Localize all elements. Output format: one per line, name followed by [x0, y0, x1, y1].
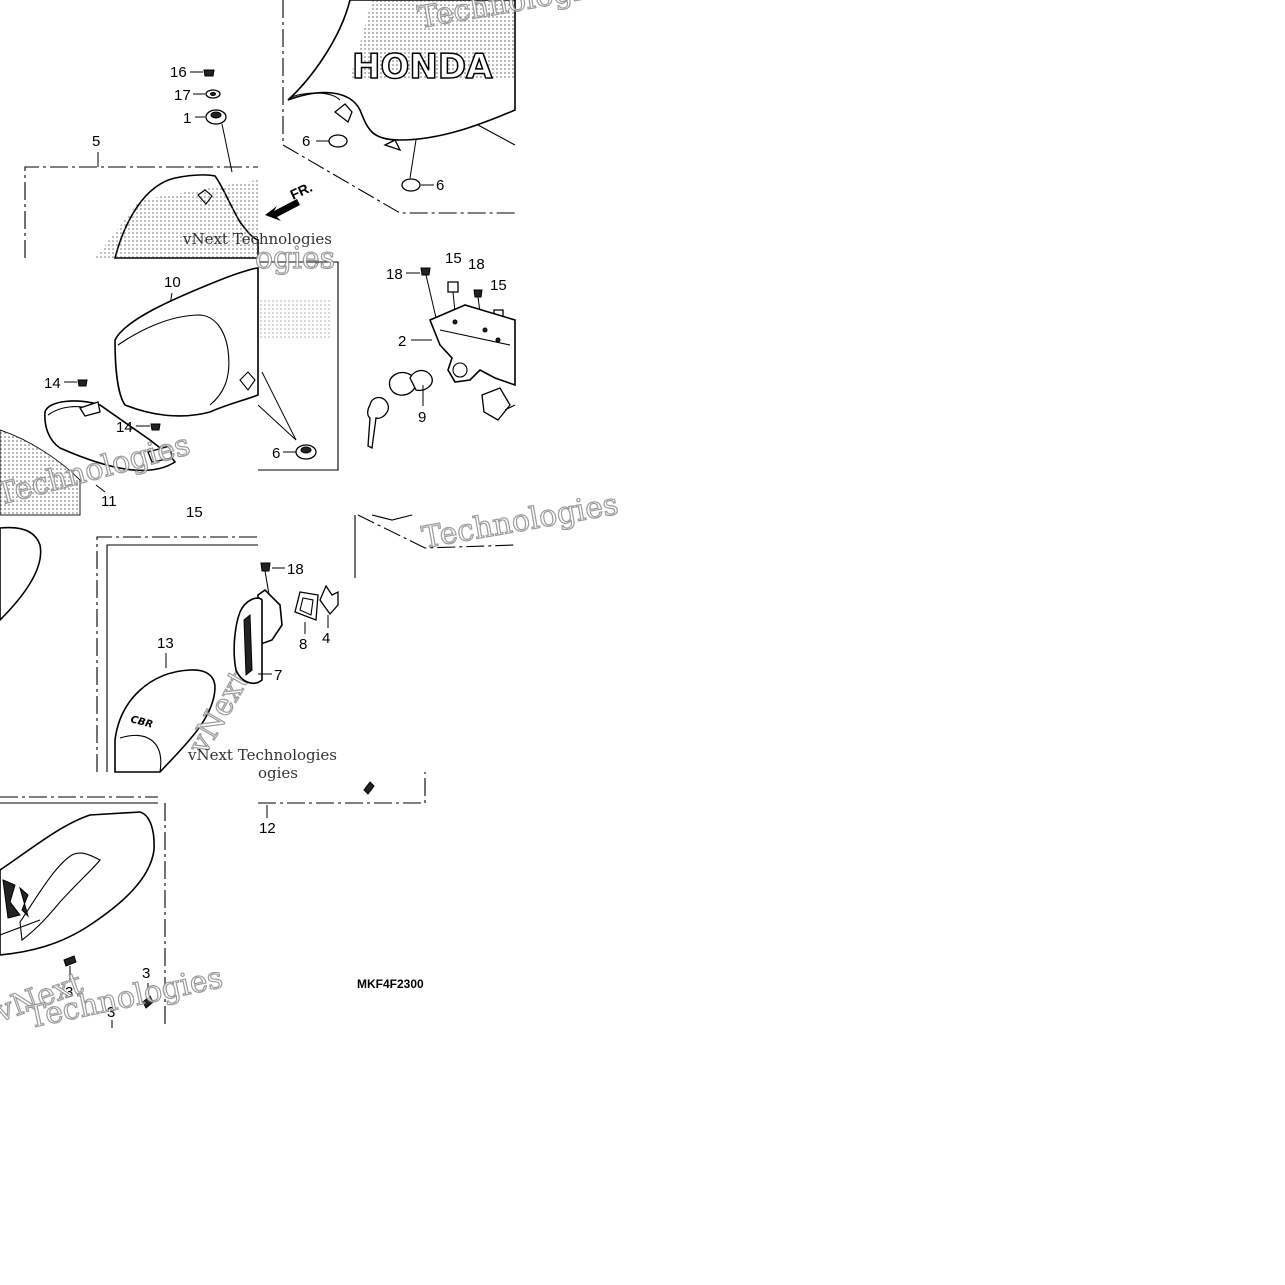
callout-13: 13 [157, 635, 174, 652]
callout-18: 18 [386, 266, 403, 283]
svg-text:FR.: FR. [288, 179, 315, 203]
callout-18: 18 [287, 561, 304, 578]
callout-15: 15 [490, 277, 507, 294]
bolt-14 [150, 423, 161, 431]
callout-12: 12 [259, 820, 276, 837]
bolt-14 [77, 379, 88, 387]
callout-15: 15 [445, 250, 462, 267]
callout-6: 6 [272, 445, 280, 462]
tile-seat-lock: 18 15 18 15 2 9 [367, 250, 516, 449]
bolt-18 [420, 267, 431, 276]
callout-8: 8 [299, 636, 307, 653]
key-icon [367, 369, 433, 449]
bolt-18 [260, 562, 271, 572]
callout-1: 1 [183, 110, 191, 127]
callout-3: 3 [142, 965, 150, 982]
brand-text: HONDA [352, 47, 493, 87]
bolt-18 [473, 289, 483, 298]
grommet-6 [328, 134, 348, 148]
callout-3: 3 [107, 1004, 115, 1021]
front-arrow-icon: FR. [265, 179, 315, 221]
tile-latch: 18 7 8 4 Technologies ogies 12 [233, 486, 622, 837]
grommet-6 [401, 178, 421, 192]
callout-16: 16 [170, 64, 187, 81]
tile-main-seat: HONDA Technologies 6 6 [282, 0, 618, 214]
bolt-16 [203, 69, 215, 77]
watermark: vNext Technologies [182, 230, 332, 248]
callout-15: 15 [186, 504, 203, 521]
gasket-8 [294, 591, 319, 621]
watermark: ogies [255, 241, 335, 276]
drawing-code: MKF4F2300 [357, 977, 424, 991]
tile-cowl: 3 3 3 vNext Technologies [0, 796, 226, 1036]
callout-4: 4 [322, 630, 330, 647]
callout-5: 5 [92, 133, 100, 150]
clip-4 [319, 584, 339, 616]
watermark: Technologies [415, 0, 617, 36]
watermark: Technologies [24, 960, 225, 1036]
callout-18: 18 [468, 256, 485, 273]
callout-14: 14 [44, 375, 61, 392]
watermark: Technologies [419, 487, 621, 556]
tile-seat-cowl: 16 17 1 5 vNext Technologies FR. [24, 64, 332, 259]
bracket-2 [428, 304, 516, 387]
callout-3: 3 [65, 984, 73, 1001]
tile-passenger-seat: 10 14 14 Technologies 11 15 ogies 6 [0, 240, 339, 521]
callout-7: 7 [274, 667, 282, 684]
watermark: ogies [258, 764, 298, 782]
callout-11: 11 [101, 493, 117, 510]
callout-2: 2 [398, 333, 406, 350]
watermark: vNext Technologies [187, 746, 337, 764]
callout-6: 6 [436, 177, 444, 194]
honda-wing-icon [2, 879, 30, 919]
callout-9: 9 [418, 409, 426, 426]
callout-10: 10 [164, 274, 181, 291]
callout-17: 17 [174, 87, 191, 104]
nut-15 [447, 281, 459, 293]
callout-14: 14 [116, 419, 133, 436]
callout-6: 6 [302, 133, 310, 150]
